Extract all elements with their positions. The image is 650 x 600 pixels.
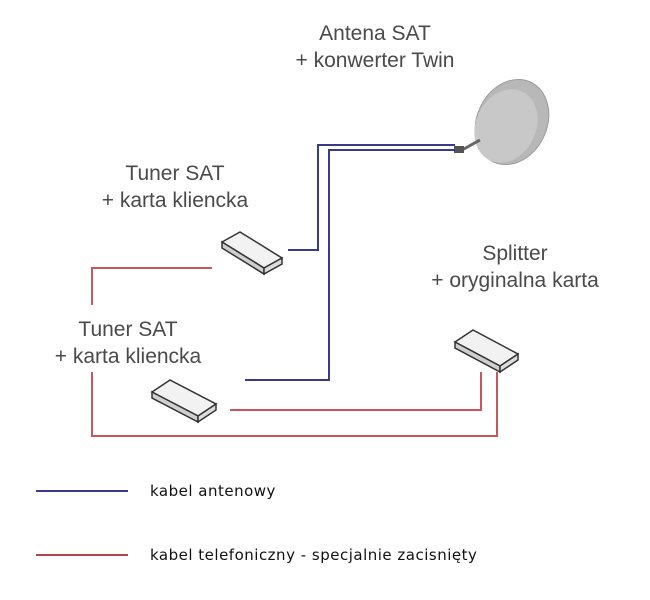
tuner2-label-line2: + karta kliencka <box>54 345 202 368</box>
tuner2-label-line1: Tuner SAT <box>78 318 178 341</box>
tuner-device-2-icon <box>150 379 218 424</box>
antenna-cable-2 <box>245 149 455 381</box>
legend-phone-label: kabel telefoniczny - specjalnie zacisnię… <box>150 546 478 564</box>
legend-antenna-label: kabel antenowy <box>150 482 276 500</box>
tuner-device-1-icon <box>220 231 284 276</box>
antenna-label-line2: + konwerter Twin <box>295 49 455 72</box>
antenna-cable-1 <box>288 144 455 251</box>
antenna-label: Antena SAT + konwerter Twin <box>255 20 495 74</box>
phone-cable-2 <box>91 372 498 437</box>
tuner1-label-line2: + karta kliencka <box>101 189 249 212</box>
tuner1-label-line1: Tuner SAT <box>125 162 225 185</box>
phone-cable-3 <box>230 372 482 411</box>
splitter-label-line1: Splitter <box>482 242 548 265</box>
tuner1-label: Tuner SAT + karta kliencka <box>55 160 295 214</box>
splitter-label-line2: + oryginalna karta <box>431 269 599 292</box>
splitter-label: Splitter + oryginalna karta <box>390 240 640 294</box>
tuner2-label: Tuner SAT + karta kliencka <box>8 316 248 370</box>
satellite-dish-icon <box>454 78 550 166</box>
phone-cable-1 <box>91 267 212 305</box>
antenna-label-line1: Antena SAT <box>319 22 431 45</box>
splitter-device-icon <box>453 329 520 374</box>
